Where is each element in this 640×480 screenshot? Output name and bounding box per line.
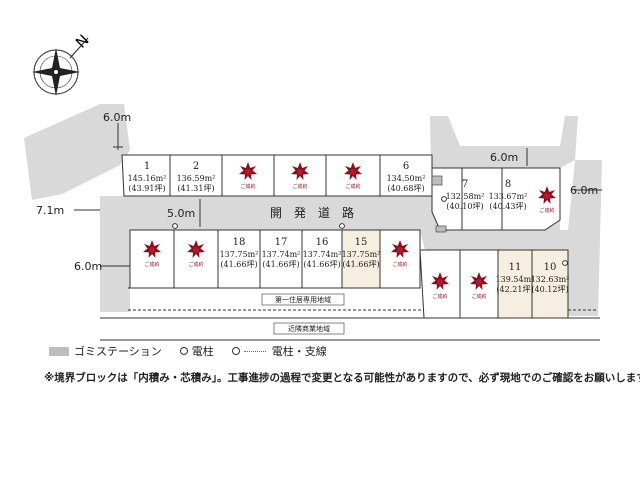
sold-label: ご成約 bbox=[539, 207, 554, 214]
lot-1-number: 1 bbox=[144, 161, 150, 172]
sold-label: ご成約 bbox=[345, 183, 360, 190]
right-block-lots bbox=[419, 167, 569, 319]
sold-label: ご成約 bbox=[240, 183, 255, 190]
road-width-top-left: 6.0m bbox=[103, 111, 131, 124]
support-wire-line-icon bbox=[243, 350, 266, 352]
garbage-station-swatch bbox=[49, 346, 69, 356]
upper-lot-row bbox=[121, 154, 433, 197]
lot-17-area: 137.74m² bbox=[262, 250, 301, 259]
utility-pole-wire-icon bbox=[231, 347, 240, 355]
zone-label-upper: 第一住居専用地域 bbox=[275, 295, 331, 304]
lot-10-tsubo: (40.12坪) bbox=[531, 285, 568, 294]
lot-15-area: 137.75m² bbox=[342, 250, 381, 259]
road-width-left-bottom: 6.0m bbox=[74, 260, 102, 273]
lot-18-number: 18 bbox=[233, 237, 246, 248]
lot-16-area: 137.74m² bbox=[303, 250, 342, 259]
lot-6-number: 6 bbox=[403, 161, 409, 172]
garbage-station-upper bbox=[431, 175, 443, 186]
lot-1-area: 145.16m² bbox=[128, 174, 167, 183]
lot-16-number: 16 bbox=[316, 237, 329, 248]
lot-6-area: 134.50m² bbox=[387, 174, 426, 183]
utility-pole bbox=[339, 223, 345, 229]
road-width-right-inner: 6.0m bbox=[490, 151, 518, 164]
lot-15-number: 15 bbox=[355, 237, 368, 248]
utility-pole bbox=[441, 196, 447, 202]
lot-7-tsubo: (40.10坪) bbox=[446, 202, 483, 211]
zone-label-lower: 近隣商業地域 bbox=[288, 324, 330, 333]
lot-10-area: 132.63m² bbox=[531, 275, 570, 284]
sold-label: ご成約 bbox=[188, 261, 203, 268]
legend-pole-label: 電柱 bbox=[191, 345, 214, 358]
legend-garbage-label: ゴミステーション bbox=[74, 345, 162, 358]
lot-16-tsubo: (41.66坪) bbox=[303, 260, 340, 269]
garbage-station-lower bbox=[435, 225, 447, 233]
road-width-right-edge: 6.0m bbox=[570, 184, 598, 197]
lot-7-area: 132.58m² bbox=[446, 192, 485, 201]
sold-label: ご成約 bbox=[471, 293, 486, 300]
lot-1-tsubo: (43.91坪) bbox=[128, 184, 165, 193]
lot-17-number: 17 bbox=[275, 237, 288, 248]
sold-label: ご成約 bbox=[432, 293, 447, 300]
lot-2-area: 136.59m² bbox=[177, 174, 216, 183]
sold-label: ご成約 bbox=[292, 183, 307, 190]
lower-lot-row bbox=[129, 229, 421, 289]
lot-10-number: 10 bbox=[544, 262, 557, 273]
lot-2-number: 2 bbox=[193, 161, 199, 172]
road-width-main: 5.0m bbox=[167, 207, 195, 220]
lot-18-tsubo: (41.66坪) bbox=[220, 260, 257, 269]
main-road-name: 開 発 道 路 bbox=[270, 205, 354, 220]
lot-2-tsubo: (41.31坪) bbox=[177, 184, 214, 193]
compass-north-arrow bbox=[69, 37, 89, 59]
lot-8-tsubo: (40.43坪) bbox=[489, 202, 526, 211]
compass-rose-icon bbox=[32, 48, 80, 96]
lot-15-tsubo: (41.66坪) bbox=[342, 260, 379, 269]
lot-17-tsubo: (41.66坪) bbox=[262, 260, 299, 269]
lot-7-number: 7 bbox=[462, 179, 468, 190]
lot-8-area: 133.67m² bbox=[489, 192, 528, 201]
boundary-notice: ※境界ブロックは「内積み・芯積み」。工事進捗の過程で変更となる可能性がありますの… bbox=[44, 372, 640, 384]
utility-pole bbox=[172, 223, 178, 229]
compass-north-label: N bbox=[72, 31, 93, 52]
sold-label: ご成約 bbox=[144, 261, 159, 268]
sold-lots: ご成約 ご成約 ご成約 ご成約 ご成約 ご成約 ご成約 ご成約 ご成約 bbox=[143, 162, 556, 300]
utility-pole-icon bbox=[179, 347, 188, 355]
legend-pole-wire-label: 電柱・支線 bbox=[271, 345, 327, 358]
lot-11-number: 11 bbox=[509, 262, 522, 273]
lot-11-tsubo: (42.21坪) bbox=[496, 285, 533, 294]
map-legend: ゴミステーション 電柱 電柱・支線 bbox=[49, 343, 327, 359]
utility-pole bbox=[562, 260, 568, 266]
lot-18-area: 137.75m² bbox=[220, 250, 259, 259]
road-width-left-mid: 7.1m bbox=[36, 204, 64, 217]
lot-6-tsubo: (40.68坪) bbox=[387, 184, 424, 193]
lot-11-area: 139.54m² bbox=[496, 275, 535, 284]
lot-8-number: 8 bbox=[505, 179, 511, 190]
sold-label: ご成約 bbox=[392, 261, 407, 268]
